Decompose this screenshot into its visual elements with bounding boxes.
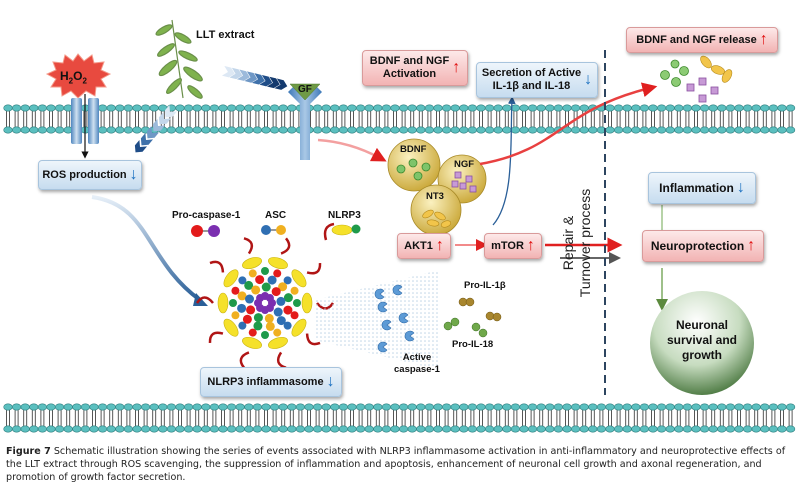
gf-ligand-icon (289, 83, 321, 101)
bdnf-ngf-release-label: BDNF and NGF release (636, 33, 757, 46)
up-arrow-icon: ↑ (435, 237, 444, 254)
receptor-to-vesicles-arrow (317, 138, 387, 162)
inflammation-box: Inflammation ↓ (648, 172, 756, 204)
chevron-arrow-through-membrane (134, 104, 178, 153)
up-arrow-icon: ↑ (747, 237, 756, 254)
ngf-label: NGF (454, 159, 475, 170)
bdnf-particles (396, 158, 431, 181)
ros-production-label: ROS production (42, 168, 127, 181)
active-caspase-1-particles (374, 284, 415, 353)
released-ngf-particles (686, 77, 719, 103)
ngf-particles (451, 171, 477, 193)
nlrp3-inflammasome-box: NLRP3 inflammasome ↓ (200, 367, 342, 397)
gf-label: GF (298, 84, 312, 95)
ion-channel-right (88, 98, 99, 144)
pro-il-1b-particles (458, 297, 502, 322)
nt3-particles (422, 209, 452, 228)
nlrp3-inflammasome-label: NLRP3 inflammasome (207, 375, 324, 388)
nlrp3-label: NLRP3 (328, 210, 361, 221)
secretion-pathway-line (492, 96, 516, 226)
akt1-label: AKT1 (404, 239, 433, 252)
ros-production-box: ROS production ↓ (38, 160, 142, 190)
nlrp3-inflammasome-complex-icon (195, 237, 335, 369)
repair-turnover-label: Repair &Turnover process (560, 188, 593, 298)
pro-caspase-1-label: Pro-caspase-1 (172, 210, 241, 221)
down-arrow-icon: ↓ (326, 373, 335, 390)
neuroprotection-box: Neuroprotection ↑ (642, 230, 764, 262)
mtor-box: mTOR ↑ (484, 233, 542, 259)
released-bdnf-particles (660, 59, 689, 87)
figure-number: Figure 7 (6, 446, 51, 457)
llt-extract-label: LLT extract (196, 29, 255, 41)
asc-icon (261, 225, 286, 235)
ros-to-inflammasome-arrow (91, 195, 202, 302)
up-arrow-icon: ↑ (759, 31, 768, 48)
asc-label: ASC (265, 210, 287, 221)
diagram-artwork (3, 19, 796, 433)
pro-il-18-label: Pro-IL-18 (452, 339, 494, 350)
down-arrow-icon: ↓ (584, 71, 593, 88)
cell-membrane-bottom (3, 403, 796, 433)
akt1-box: AKT1 ↑ (397, 233, 451, 259)
nlrp3-icon (323, 222, 361, 241)
nt3-label: NT3 (426, 191, 444, 202)
chevron-arrow-to-receptor (221, 65, 288, 90)
release-pathway-arrow (479, 82, 658, 166)
growth-factor-receptor-icon (288, 83, 322, 160)
caspase-release-cone (315, 270, 440, 370)
inflammation-label: Inflammation (659, 180, 734, 195)
released-nt3-particles (700, 55, 733, 83)
mtor-label: mTOR (491, 239, 524, 252)
llt-plant-icon (155, 19, 203, 99)
caption-text: Schematic illustration showing the serie… (6, 446, 786, 483)
figure-caption: Figure 7 Schematic illustration showing … (6, 445, 796, 484)
ion-channel-left (71, 98, 82, 144)
h2o2-label: H2O2 (60, 69, 87, 86)
cell-membrane-top (3, 104, 796, 134)
pro-il-1b-label: Pro-IL-1β (464, 280, 506, 291)
bdnf-ngf-release-box: BDNF and NGF release ↑ (626, 27, 778, 53)
neuronal-survival-sphere (650, 291, 754, 395)
neuroprotection-label: Neuroprotection (650, 238, 745, 253)
pro-caspase-1-icon (191, 225, 220, 237)
up-arrow-icon: ↑ (452, 59, 461, 76)
down-arrow-icon: ↓ (736, 179, 745, 196)
figure-diagram: H2O2 LLT extract GF ROS production ↓ BDN… (3, 19, 796, 433)
pro-il-18-particles (443, 317, 488, 338)
up-arrow-icon: ↑ (526, 237, 535, 254)
down-arrow-icon: ↓ (129, 166, 138, 183)
bdnf-label: BDNF (400, 144, 427, 155)
